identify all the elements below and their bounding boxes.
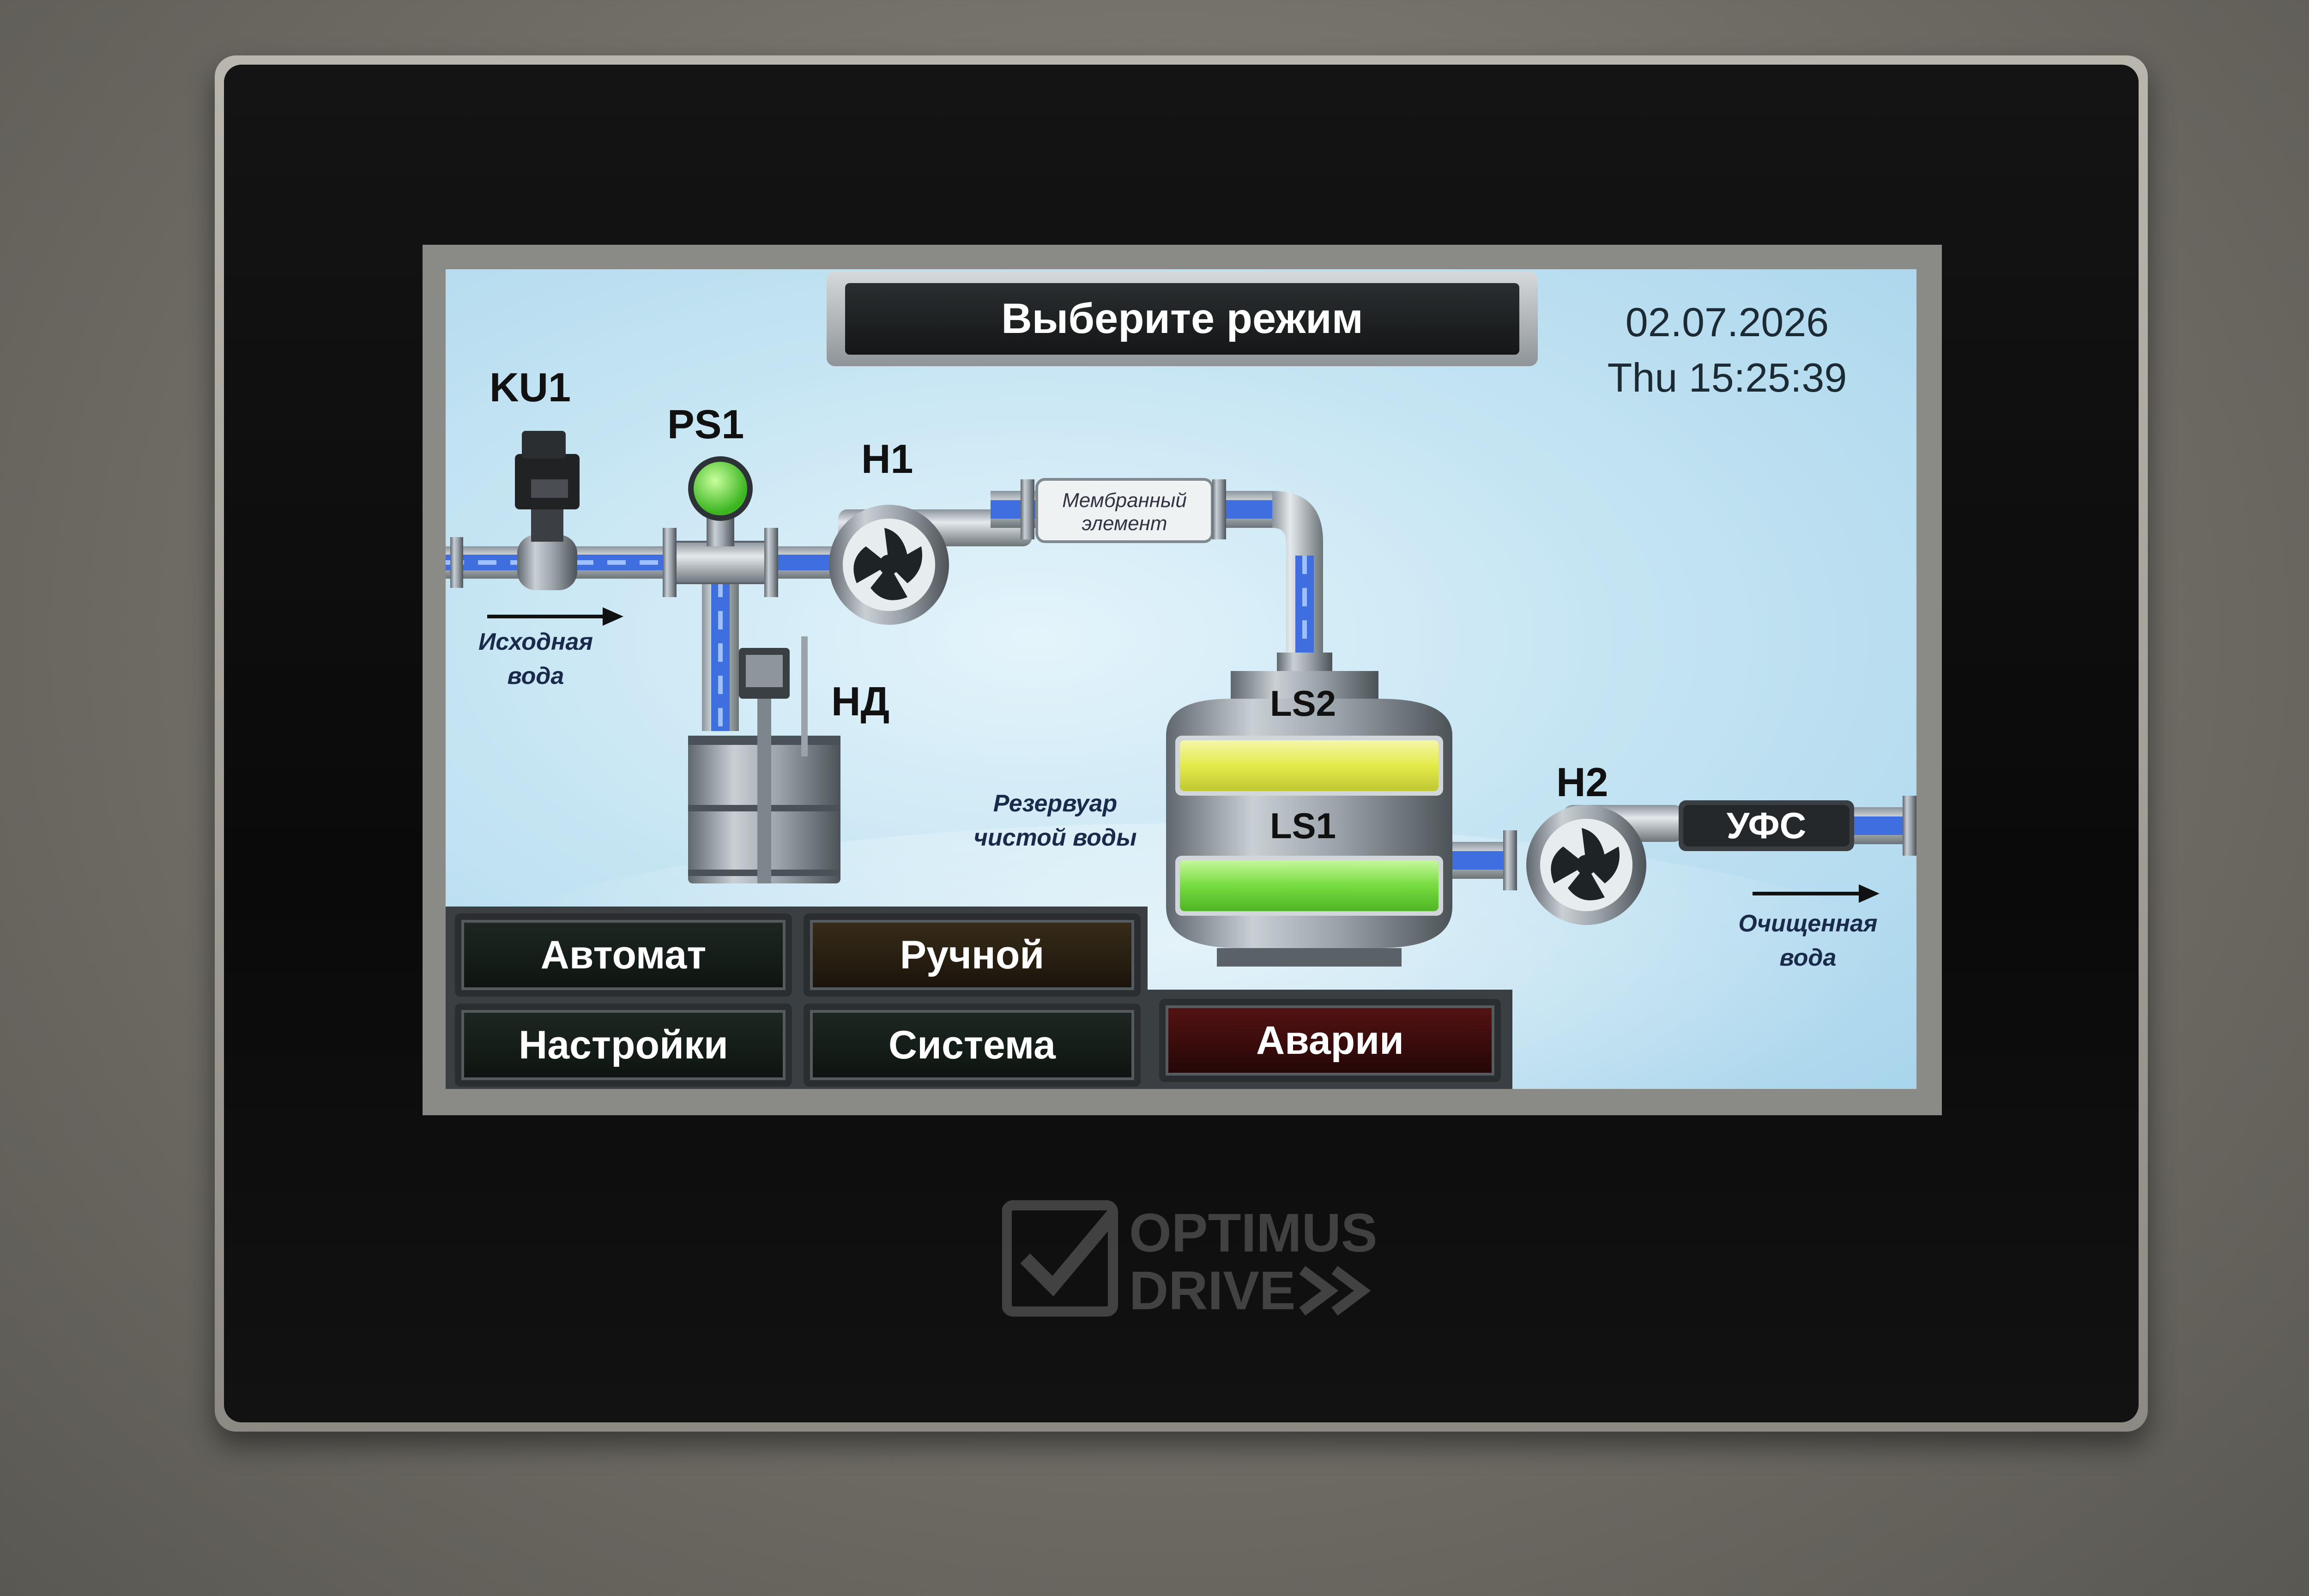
h1-label: Н1 — [861, 436, 913, 482]
ls2-label: LS2 — [1270, 683, 1336, 724]
flange — [450, 537, 463, 588]
ku1-label: KU1 — [490, 364, 571, 410]
source-water-line1: Исходная — [478, 629, 593, 655]
chevrons-icon — [1299, 1266, 1371, 1316]
h2-label: Н2 — [1556, 759, 1608, 805]
flange — [764, 528, 778, 597]
arrow-right-icon — [487, 607, 623, 626]
ls1-level-indicator — [1180, 860, 1439, 911]
ku1-valve-icon — [515, 431, 580, 590]
checkmark-box — [1002, 1200, 1118, 1317]
h2-pump-icon — [1526, 805, 1683, 925]
source-water-line2: вода — [507, 663, 564, 689]
system-button[interactable]: Система — [804, 1004, 1141, 1087]
clean-water-line2: вода — [1779, 944, 1837, 971]
manual-mode-button[interactable]: Ручной — [804, 913, 1141, 997]
brand-line1: OPTIMUS — [1129, 1203, 1378, 1264]
reservoir-line2: чистой воды — [973, 824, 1137, 851]
flange — [663, 528, 677, 597]
clean-water-line1: Очищенная — [1738, 910, 1878, 937]
ufs-unit: УФС — [1679, 800, 1854, 851]
hmi-screen: Мембранный элемент — [446, 269, 1916, 1089]
reservoir-line1: Резервуар — [993, 790, 1118, 817]
clean-water-reservoir — [1166, 653, 1452, 967]
pipe-tee — [664, 541, 777, 584]
pipe-water — [778, 555, 838, 570]
ps1-pressure-sensor — [688, 456, 753, 546]
auto-mode-button[interactable]: Автомат — [455, 913, 792, 997]
clean-water-note: Очищенная вода — [1711, 907, 1905, 975]
h1-pump-icon — [829, 505, 1032, 625]
ps1-label: PS1 — [667, 401, 744, 447]
flange — [1021, 479, 1034, 539]
reservoir-note: Резервуар чистой воды — [954, 786, 1157, 855]
ps1-status-lamp — [694, 462, 747, 515]
nd-dosing-tank — [688, 636, 840, 883]
brand-line2: DRIVE — [1129, 1260, 1296, 1321]
pipe-water — [1226, 500, 1272, 519]
flange — [1503, 830, 1517, 890]
nd-label: НД — [831, 678, 890, 724]
ufs-label: УФС — [1727, 805, 1807, 846]
dosing-pipe — [702, 579, 739, 731]
process-diagram: Мембранный элемент — [446, 431, 1916, 967]
page-title: Выберите режим — [845, 283, 1519, 355]
flange — [1903, 796, 1916, 856]
mode-title-panel: Выберите режим — [827, 272, 1538, 366]
pipe-water — [1452, 851, 1512, 870]
time-label: Thu 15:25:39 — [1607, 355, 1847, 400]
flange — [1212, 479, 1226, 539]
brand-logo: OPTIMUS DRIVE — [1002, 1196, 1381, 1325]
datetime-display: 02.07.2026 Thu 15:25:39 — [1566, 295, 1889, 405]
pipe-water — [1854, 816, 1910, 835]
arrow-right-icon — [1753, 884, 1880, 903]
membrane-label-2: элемент — [1082, 512, 1167, 535]
checkmark-icon — [1020, 1210, 1118, 1297]
ls2-level-indicator — [1180, 740, 1439, 791]
source-water-note: Исходная вода — [455, 625, 617, 693]
ls1-label: LS1 — [1270, 805, 1336, 846]
membrane-label-1: Мембранный — [1062, 489, 1187, 512]
settings-button[interactable]: Настройки — [455, 1004, 792, 1087]
alarms-button[interactable]: Аварии — [1159, 999, 1501, 1082]
membrane-element: Мембранный элемент — [1035, 478, 1214, 543]
date-label: 02.07.2026 — [1625, 299, 1829, 345]
